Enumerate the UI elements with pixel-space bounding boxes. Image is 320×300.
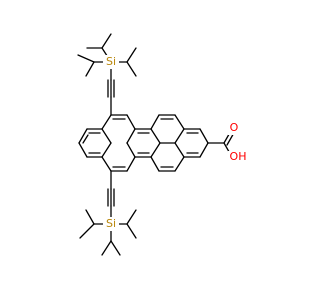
silicon-atom-label: Si bbox=[106, 55, 116, 68]
bond bbox=[77, 54, 95, 63]
carbonyl-oxygen-label: O bbox=[230, 121, 239, 134]
molecule-structure: Si Si O OH bbox=[77, 33, 248, 256]
bond bbox=[126, 156, 136, 172]
bond bbox=[85, 61, 95, 77]
bond bbox=[150, 128, 161, 144]
hydroxyl-label: OH bbox=[230, 150, 247, 163]
bond bbox=[110, 240, 121, 256]
bond bbox=[101, 240, 112, 256]
bond bbox=[150, 114, 160, 130]
label-background bbox=[103, 217, 119, 231]
molecule-diagram: Si Si O OH bbox=[77, 33, 248, 256]
bond bbox=[199, 128, 209, 144]
bond bbox=[101, 33, 112, 49]
bond bbox=[101, 114, 112, 130]
label-background bbox=[228, 151, 248, 164]
bond bbox=[126, 47, 137, 63]
bond bbox=[126, 114, 136, 130]
bond bbox=[174, 142, 185, 158]
bond bbox=[78, 142, 88, 158]
bond bbox=[126, 142, 136, 158]
bond bbox=[85, 209, 95, 225]
bond bbox=[79, 223, 95, 239]
bond bbox=[101, 142, 112, 158]
bond bbox=[174, 156, 185, 172]
bond bbox=[199, 142, 209, 158]
bond bbox=[126, 61, 137, 77]
bond-layer bbox=[77, 33, 236, 256]
bond bbox=[101, 128, 112, 144]
bond bbox=[150, 156, 160, 172]
atom-label-layer: Si Si O OH bbox=[103, 55, 248, 231]
bond bbox=[174, 114, 185, 130]
bond bbox=[101, 156, 112, 172]
bond bbox=[126, 209, 137, 225]
bond bbox=[78, 128, 88, 144]
silicon-atom-label: Si bbox=[106, 217, 116, 230]
bond bbox=[126, 223, 137, 239]
label-background bbox=[228, 122, 240, 135]
bond bbox=[126, 128, 136, 144]
bond bbox=[174, 128, 185, 144]
bond bbox=[82, 134, 89, 144]
label-background bbox=[103, 55, 119, 69]
bond bbox=[150, 142, 161, 158]
